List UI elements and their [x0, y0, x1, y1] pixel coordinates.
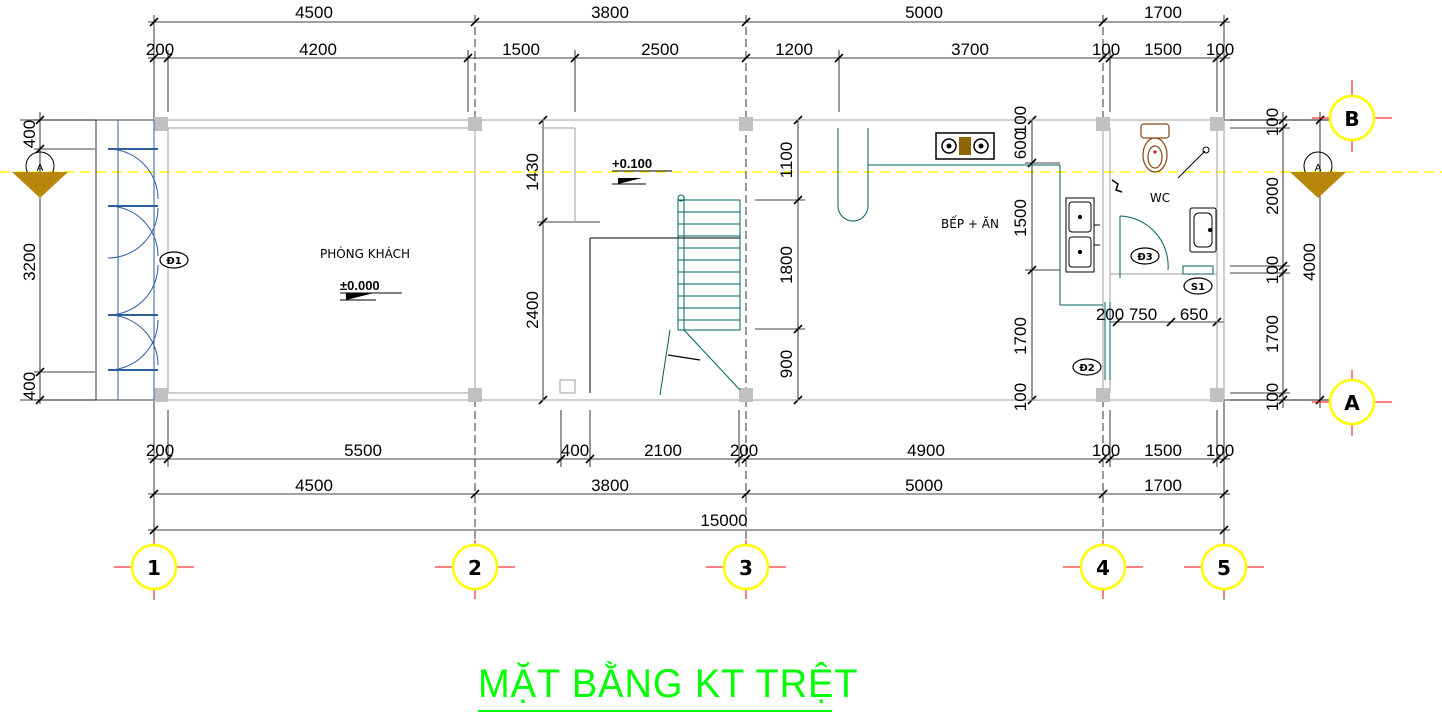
staircase: [589, 194, 741, 396]
top-dimensions: [148, 17, 1230, 112]
shower-icon: [1177, 146, 1210, 179]
wc-door: [1104, 215, 1214, 380]
dim-bottom-outer-1: 4500: [295, 476, 333, 495]
dim-right-inner-3: 100: [1263, 256, 1282, 284]
dim-bottom-inner-3: 400: [561, 441, 589, 460]
level-mark-stair: [612, 170, 672, 185]
dim-bottom-inner-5: 200: [730, 441, 758, 460]
dim-stair-2: 2400: [523, 291, 542, 329]
dim-mid-1: 1100: [777, 142, 796, 179]
level-value-stair: +0.100: [612, 156, 652, 171]
sink-icon: [1065, 197, 1100, 273]
door-tag-d3: Đ3: [1137, 252, 1152, 263]
dim-top-outer-4: 1700: [1144, 3, 1182, 22]
bottom-dimensions: [148, 410, 1230, 535]
dim-right-outer-1: 4000: [1300, 243, 1319, 281]
axis-label-1: 1: [147, 556, 161, 580]
window-tag-s1: S1: [1191, 282, 1205, 293]
dim-top-inner-3: 1500: [502, 40, 540, 59]
dim-right-inner-1: 100: [1263, 108, 1282, 136]
dim-top-inner-9: 100: [1206, 40, 1234, 59]
dim-top-inner-4: 2500: [641, 40, 679, 59]
dim-kitchen-2: 100: [1011, 106, 1030, 134]
dim-right-inner-4: 1700: [1263, 315, 1282, 353]
axis-label-B: B: [1344, 107, 1359, 131]
svg-text:A: A: [37, 163, 44, 174]
dim-mid-3: 900: [777, 350, 796, 378]
dim-left-3: 400: [20, 372, 39, 400]
svg-text:A: A: [1315, 163, 1322, 174]
dim-bottom-inner-7: 100: [1092, 441, 1120, 460]
dim-wc-1: 200: [1096, 305, 1124, 324]
title-underline: [478, 710, 832, 712]
dim-mid-2: 1800: [777, 246, 796, 284]
dim-total: 15000: [700, 511, 747, 530]
dim-kitchen-4: 1700: [1011, 317, 1030, 355]
dim-top-outer-2: 3800: [591, 3, 629, 22]
dim-bottom-inner-4: 2100: [644, 441, 682, 460]
room-label-living: PHÒNG KHÁCH: [320, 246, 410, 261]
faucet-icon: [1111, 179, 1123, 193]
dim-top-inner-8: 1500: [1144, 40, 1182, 59]
dim-left-2: 3200: [20, 243, 39, 281]
dim-right-inner-5: 100: [1263, 383, 1282, 411]
kitchen-fixtures: [837, 128, 1103, 306]
stair-arrow: [667, 354, 701, 361]
dim-bottom-inner-8: 1500: [1144, 441, 1182, 460]
door-tag-d1: Đ1: [166, 256, 181, 267]
columns: [154, 117, 1224, 402]
dim-kitchen-1: 600: [1011, 131, 1030, 159]
dim-kitchen-3: 1500: [1011, 199, 1030, 237]
section-marker-right: A: [1290, 151, 1346, 198]
axis-label-A: A: [1344, 391, 1360, 415]
stove-icon: [935, 132, 995, 160]
room-label-wc: WC: [1150, 191, 1170, 205]
axis-label-5: 5: [1217, 556, 1231, 580]
dim-bottom-outer-2: 3800: [591, 476, 629, 495]
drawing-title: MẶT BẰNG KT TRỆT: [478, 662, 859, 706]
dim-bottom-inner-9: 100: [1206, 441, 1234, 460]
left-dimensions: [34, 112, 95, 405]
dim-top-inner-7: 100: [1092, 40, 1120, 59]
dim-left-1: 400: [20, 120, 39, 148]
dim-bottom-inner-6: 4900: [907, 441, 945, 460]
axis-label-4: 4: [1096, 556, 1110, 580]
axis-label-2: 2: [468, 556, 482, 580]
section-marker-left: A: [12, 151, 68, 198]
dim-wc-3: 650: [1180, 305, 1208, 324]
level-value-living: ±0.000: [340, 278, 380, 293]
dim-top-outer-1: 4500: [295, 3, 333, 22]
dim-top-inner-6: 3700: [951, 40, 989, 59]
toilet-icon: [1140, 123, 1170, 173]
dim-kitchen-5: 100: [1011, 383, 1030, 411]
dim-bottom-outer-3: 5000: [905, 476, 943, 495]
dim-top-inner-5: 1200: [775, 40, 813, 59]
dim-bottom-outer-4: 1700: [1144, 476, 1182, 495]
door-tag-d2: Đ2: [1079, 363, 1094, 374]
basin-icon: [1189, 207, 1217, 253]
dim-top-inner-1: 200: [146, 40, 174, 59]
dim-bottom-inner-2: 5500: [344, 441, 382, 460]
dim-stair-1: 1430: [523, 153, 542, 191]
axis-label-3: 3: [739, 556, 753, 580]
dim-right-inner-2: 2000: [1263, 177, 1282, 215]
dim-wc-2: 750: [1129, 305, 1157, 324]
front-doors: [95, 120, 159, 400]
dim-top-inner-2: 4200: [299, 40, 337, 59]
dim-bottom-inner-1: 200: [146, 441, 174, 460]
axis-bubbles: [114, 80, 1392, 598]
room-label-kitchen: BẾP + ĂN: [941, 215, 999, 231]
right-dimensions: [1230, 112, 1330, 408]
level-mark-living: [340, 292, 402, 301]
door-tags: [159, 247, 1213, 376]
dim-top-outer-3: 5000: [905, 3, 943, 22]
